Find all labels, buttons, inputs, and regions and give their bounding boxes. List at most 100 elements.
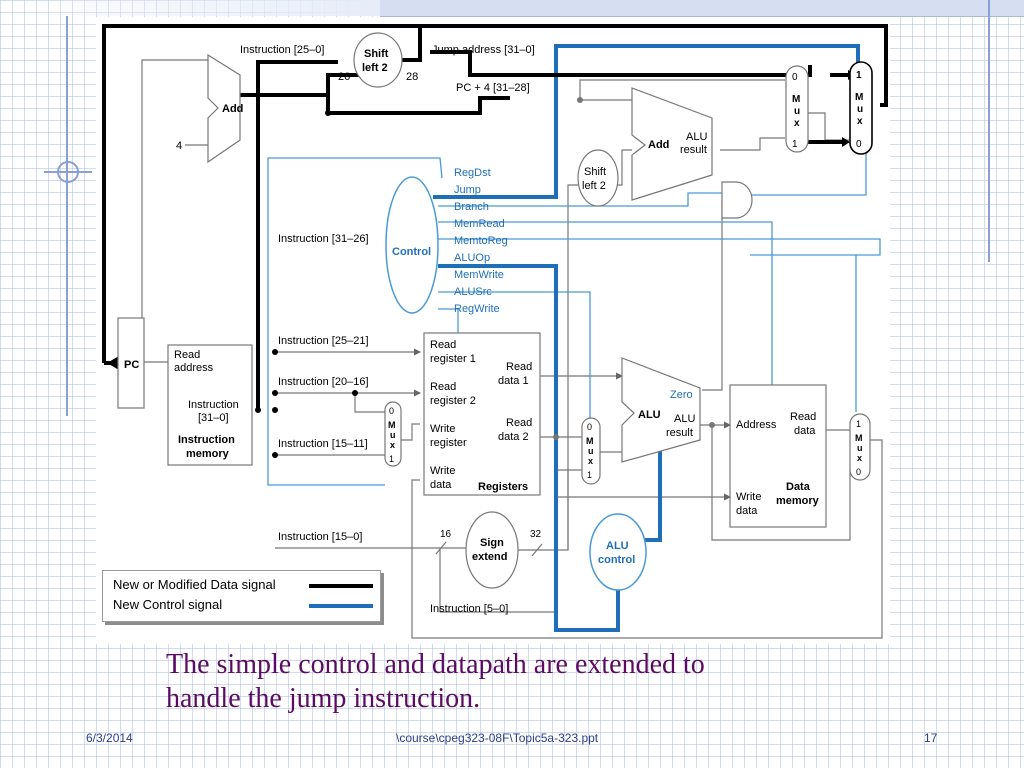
pc-register bbox=[117, 317, 145, 409]
jump-address-label: Jump address [31–0] bbox=[432, 44, 535, 56]
dmem-title-a: Data bbox=[786, 481, 811, 493]
alu-control bbox=[589, 513, 647, 591]
legend-box: New or Modified Data signal New Control … bbox=[102, 570, 381, 622]
memtoreg-mux-m: M bbox=[855, 433, 863, 443]
alusrc-mux-x: x bbox=[588, 456, 593, 466]
jump-shift-label-2: left 2 bbox=[362, 62, 388, 74]
bits-26-label: 26 bbox=[338, 71, 350, 83]
memtoreg-mux-x: x bbox=[857, 453, 862, 463]
jump-mux-m: M bbox=[855, 92, 863, 103]
signal-memread: MemRead bbox=[454, 218, 505, 230]
field-15-11: Instruction [15–11] bbox=[278, 438, 368, 450]
signal-regdst: RegDst bbox=[454, 167, 491, 179]
regdst-mux bbox=[384, 401, 402, 467]
imem-title-2: memory bbox=[186, 448, 230, 460]
imem-read-label-2: address bbox=[174, 362, 214, 374]
alusrc-mux-zero: 0 bbox=[587, 422, 592, 432]
imem-instr-label-1: Instruction bbox=[188, 399, 239, 411]
reg-read-reg1-a: Read bbox=[430, 339, 456, 351]
branch-mux-x: x bbox=[794, 118, 800, 129]
branch-mux-u: u bbox=[794, 106, 800, 117]
caption-line-1: The simple control and datapath are exte… bbox=[166, 649, 705, 680]
signal-jump: Jump bbox=[454, 184, 481, 196]
branch-shift-label-2: left 2 bbox=[582, 180, 606, 192]
dmem-write-b: data bbox=[736, 505, 758, 517]
bits-28-label: 28 bbox=[406, 71, 418, 83]
alusrc-mux-u: u bbox=[588, 446, 594, 456]
signal-memtoreg: MemtoReg bbox=[454, 235, 508, 247]
memtoreg-mux bbox=[849, 413, 871, 481]
regdst-mux-u: u bbox=[390, 430, 396, 440]
field-20-16: Instruction [20–16] bbox=[278, 376, 369, 388]
branch-mux-m: M bbox=[792, 94, 800, 105]
top-pattern-band bbox=[380, 0, 1024, 17]
slide-caption: The simple control and datapath are exte… bbox=[166, 648, 866, 716]
branch-shift-left-2 bbox=[577, 149, 619, 207]
footer-filename: \course\cpeg323-08F\Topic5a-323.ppt bbox=[396, 731, 599, 745]
reg-read-data1-a: Read bbox=[506, 361, 532, 373]
pc-adder bbox=[207, 53, 241, 164]
branch-mux-zero: 0 bbox=[792, 72, 798, 83]
bits-16-label: 16 bbox=[440, 529, 452, 540]
branch-adder bbox=[631, 87, 713, 201]
pc-label: PC bbox=[124, 359, 139, 371]
alusrc-mux bbox=[581, 417, 601, 485]
memtoreg-mux-one: 1 bbox=[856, 419, 861, 429]
left-vertical-rule bbox=[66, 16, 68, 416]
control-unit-label: Control bbox=[392, 246, 431, 258]
data-memory-labels: Address Read data Write data Data memory bbox=[736, 411, 820, 517]
imem-instr-label-2: [31–0] bbox=[198, 412, 229, 424]
new-control-wires bbox=[433, 44, 860, 632]
legend-control-signal-label: New Control signal bbox=[113, 597, 223, 612]
branch-adder-result-1: ALU bbox=[686, 131, 707, 143]
sign-extend-label-1: Sign bbox=[480, 537, 504, 549]
register-file bbox=[423, 332, 541, 496]
legend-control-signal-swatch bbox=[309, 604, 373, 608]
dmem-write-a: Write bbox=[736, 491, 761, 503]
top-gradient-band bbox=[0, 0, 380, 16]
new-data-wires bbox=[102, 24, 888, 412]
alusrc-mux-one: 1 bbox=[587, 470, 592, 480]
imem-title-1: Instruction bbox=[178, 434, 235, 446]
pc-adder-label: Add bbox=[222, 103, 243, 115]
alu-result-label-2: result bbox=[666, 427, 693, 439]
reg-read-data2-a: Read bbox=[506, 417, 532, 429]
alu-control-label-1: ALU bbox=[606, 540, 629, 552]
instruction-field-labels: Instruction [25–21] Instruction [20–16] … bbox=[278, 335, 508, 615]
branch-mux bbox=[785, 65, 809, 153]
legend-data-signal-swatch bbox=[309, 584, 373, 588]
jump-shift-label-1: Shift bbox=[364, 48, 389, 60]
dmem-read-b: data bbox=[794, 425, 816, 437]
memtoreg-mux-zero: 0 bbox=[856, 467, 861, 477]
footer-page-number: 17 bbox=[924, 731, 938, 745]
branch-and-gate bbox=[721, 181, 753, 219]
reg-write-data-b: data bbox=[430, 479, 452, 491]
main-alu bbox=[621, 357, 701, 463]
signal-alusrc: ALUSrc bbox=[454, 286, 492, 298]
signal-regwrite: RegWrite bbox=[454, 303, 500, 315]
pc-plus-4-label: PC + 4 [31–28] bbox=[456, 82, 530, 94]
reg-read-data1-b: data 1 bbox=[498, 375, 529, 387]
instr-25-0-label: Instruction [25–0] bbox=[240, 44, 324, 56]
data-arrowheads bbox=[107, 70, 856, 458]
signal-branch: Branch bbox=[454, 201, 489, 213]
reg-title: Registers bbox=[478, 481, 528, 493]
datapath-diagram: PC Read address Instruction [31–0] Instr… bbox=[102, 24, 888, 639]
alu-zero-label: Zero bbox=[670, 389, 693, 401]
signal-memwrite: MemWrite bbox=[454, 269, 504, 281]
dmem-title-b: memory bbox=[776, 495, 820, 507]
legend-data-signal-label: New or Modified Data signal bbox=[113, 577, 276, 592]
crosshair-decoration bbox=[44, 161, 92, 183]
alu-result-label-1: ALU bbox=[674, 413, 695, 425]
footer-date: 6/3/2014 bbox=[86, 731, 133, 745]
instr-31-26-label: Instruction [31–26] bbox=[278, 233, 369, 245]
reg-write-data-a: Write bbox=[430, 465, 455, 477]
bus-width-tick-32 bbox=[531, 543, 543, 557]
regdst-mux-m: M bbox=[388, 420, 396, 430]
control-wires bbox=[267, 85, 881, 486]
alusrc-mux-m: M bbox=[586, 436, 594, 446]
field-25-21: Instruction [25–21] bbox=[278, 335, 369, 347]
sign-extend-label-2: extend bbox=[472, 551, 507, 563]
reg-write-reg-a: Write bbox=[430, 423, 455, 435]
